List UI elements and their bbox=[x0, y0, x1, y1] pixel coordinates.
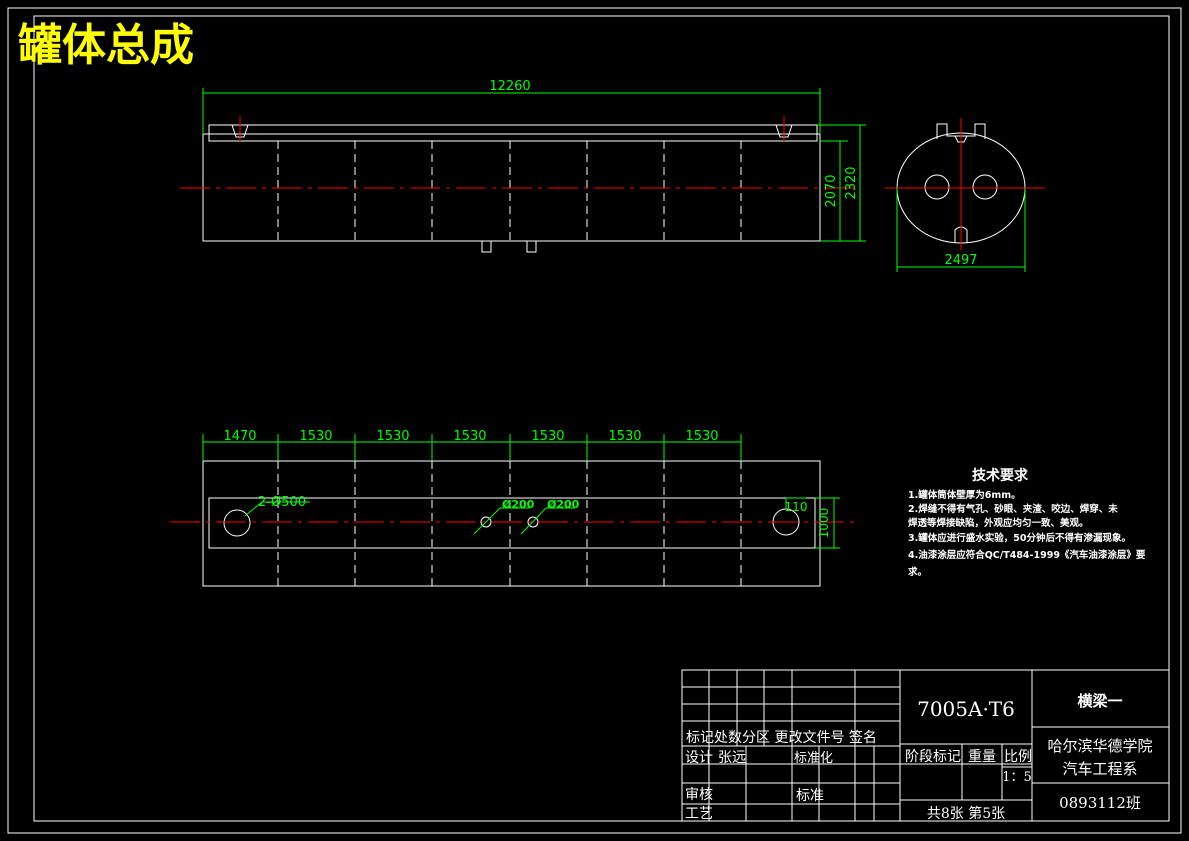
band-label: 1000 bbox=[817, 508, 831, 539]
side-ribs bbox=[277, 141, 742, 241]
spacing-4: 1530 bbox=[453, 429, 486, 444]
tb-mark-row: 标记处数分区 更改文件号 签名 bbox=[686, 729, 877, 746]
tech-requirements: 技术要求 1.罐体筒体壁厚为6mm。 2.焊缝不得有气孔、砂眼、夹渣、咬边、焊穿… bbox=[908, 467, 1146, 578]
tb-design: 设计 bbox=[685, 750, 713, 766]
inner-frame bbox=[33, 15, 1170, 822]
tb-department: 汽车工程系 bbox=[1062, 760, 1137, 778]
top-rail bbox=[208, 124, 818, 142]
outlet-right bbox=[526, 240, 537, 253]
end-hole-right bbox=[972, 174, 998, 200]
outlet-left bbox=[481, 240, 492, 253]
tech-line-5: 4.油漆涂层应符合QC/T484-1999《汽车油漆涂层》要 bbox=[908, 549, 1146, 561]
offset-label: 110 bbox=[785, 500, 808, 514]
dim-length: 12260 bbox=[489, 79, 530, 94]
tb-weight: 重量 bbox=[968, 749, 996, 765]
end-dimensions bbox=[896, 188, 1026, 272]
tb-sheet-info: 共8张 第5张 bbox=[927, 805, 1005, 822]
dim-outer-height: 2320 bbox=[844, 166, 859, 199]
small-hole-left bbox=[480, 516, 492, 528]
tb-review: 审核 bbox=[685, 787, 713, 803]
plan-ribs bbox=[277, 461, 742, 586]
side-dimensions bbox=[202, 88, 866, 242]
hole-large-label: 2-Ø500 bbox=[258, 495, 306, 510]
side-view bbox=[202, 124, 821, 253]
spacing-2: 1530 bbox=[299, 429, 332, 444]
spacing-7: 1530 bbox=[685, 429, 718, 444]
tech-line-2: 2.焊缝不得有气孔、砂眼、夹渣、咬边、焊穿、未 bbox=[908, 503, 1118, 515]
tech-line-3: 焊透等焊接缺陷，外观应均匀一致、美观。 bbox=[908, 517, 1089, 529]
spacing-1: 1470 bbox=[223, 429, 256, 444]
end-hole-left bbox=[924, 174, 950, 200]
tb-ratio: 比例 bbox=[1004, 749, 1032, 765]
tb-stage: 阶段标记 bbox=[905, 749, 961, 765]
tb-std: 标准化 bbox=[794, 751, 833, 766]
dim-width: 2497 bbox=[944, 253, 977, 268]
drawing-title: 罐体总成 bbox=[18, 20, 194, 71]
tank-body-plan bbox=[202, 460, 821, 587]
revision-grid bbox=[682, 670, 901, 821]
spacing-6: 1530 bbox=[608, 429, 641, 444]
tb-scale: 1：5 bbox=[1002, 770, 1032, 785]
plan-dimensions bbox=[202, 434, 840, 549]
tb-designer: 张远 bbox=[718, 750, 746, 766]
spacing-5: 1530 bbox=[531, 429, 564, 444]
tb-part-name: 横梁一 bbox=[1077, 692, 1122, 710]
reinforcement-band bbox=[208, 497, 816, 549]
plan-view bbox=[202, 460, 821, 587]
title-block bbox=[681, 669, 1170, 822]
tech-heading: 技术要求 bbox=[972, 467, 1029, 484]
hole-small-label-1: Ø200 bbox=[502, 498, 535, 511]
tb-material: 7005A·T6 bbox=[917, 697, 1015, 721]
spacing-3: 1530 bbox=[376, 429, 409, 444]
hole-small-label-2: Ø200 bbox=[547, 498, 580, 511]
plan-spacing-labels: 1470 1530 1530 1530 1530 1530 1530 bbox=[223, 429, 718, 444]
tb-class-no: 0893112班 bbox=[1059, 794, 1141, 812]
dim-inner-height: 2070 bbox=[824, 174, 839, 207]
tb-process: 工艺 bbox=[685, 806, 713, 822]
large-hole-left bbox=[223, 509, 251, 537]
outer-border bbox=[7, 7, 1182, 834]
tb-school: 哈尔滨华德学院 bbox=[1047, 737, 1152, 755]
tech-line-6: 求。 bbox=[908, 566, 927, 578]
tech-line-4: 3.罐体应进行盛水实验，50分钟后不得有渗漏现象。 bbox=[908, 532, 1131, 544]
tb-standard: 标准 bbox=[796, 788, 824, 804]
tech-line-1: 1.罐体筒体壁厚为6mm。 bbox=[908, 489, 1021, 501]
